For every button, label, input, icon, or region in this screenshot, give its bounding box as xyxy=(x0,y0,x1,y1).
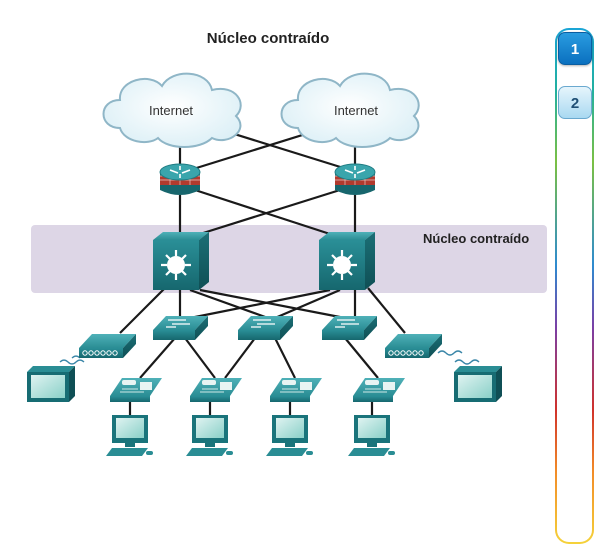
slide-button-1[interactable]: 1 xyxy=(558,32,592,65)
pc-3 xyxy=(266,415,313,456)
router-firewall-2 xyxy=(334,163,376,195)
link-core2-sw2 xyxy=(274,288,341,320)
link-cloud1-router2 xyxy=(214,126,351,172)
internet-label-2: Internet xyxy=(333,103,379,118)
ip-phone-3 xyxy=(270,378,322,402)
internet-cloud-1 xyxy=(102,72,242,148)
link-sw2-phone3 xyxy=(274,337,296,379)
link-core1-ap1 xyxy=(119,287,166,334)
link-sw2-phone2 xyxy=(224,337,256,379)
pc-2 xyxy=(186,415,233,456)
ip-phone-4 xyxy=(353,378,405,402)
pc-4 xyxy=(348,415,395,456)
wireless-link-right xyxy=(437,350,480,365)
link-sw1-phone2 xyxy=(184,337,216,379)
link-core2-ap2 xyxy=(367,287,406,334)
pc-1 xyxy=(106,415,153,456)
access-switch-3 xyxy=(322,316,377,340)
access-switch-2 xyxy=(238,316,293,340)
link-sw1-phone1 xyxy=(139,337,176,379)
link-sw3-phone4 xyxy=(344,337,379,379)
access-switch-1 xyxy=(153,316,208,340)
internet-label-1: Internet xyxy=(148,103,194,118)
ip-phone-2 xyxy=(190,378,242,402)
core-switch-1 xyxy=(153,232,209,290)
diagram-title: Núcleo contraído xyxy=(206,30,330,47)
link-router1-core2 xyxy=(194,188,331,236)
link-router2-core1 xyxy=(199,188,341,236)
core-switch-2 xyxy=(319,232,375,290)
wireless-ap-1 xyxy=(79,334,136,358)
core-band-label: Núcleo contraído xyxy=(423,231,530,246)
slide-button-2[interactable]: 2 xyxy=(558,86,592,119)
router-firewall-1 xyxy=(159,163,201,195)
internet-cloud-2 xyxy=(280,72,420,148)
link-core1-sw3 xyxy=(199,288,346,320)
tablet-1 xyxy=(27,366,75,402)
link-core2-sw1 xyxy=(189,288,331,320)
tablet-2 xyxy=(454,366,502,402)
link-core1-sw2 xyxy=(189,288,269,320)
wireless-ap-2 xyxy=(385,334,442,358)
ip-phone-1 xyxy=(110,378,162,402)
